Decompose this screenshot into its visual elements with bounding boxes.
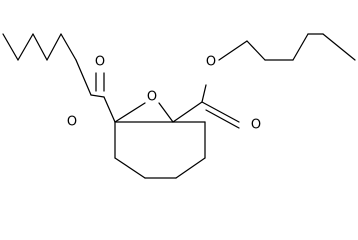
ring-bond-4 [175,157,206,179]
right-carbonyl-to-ester-oxygen-bond [201,84,207,103]
epoxide-left-bond [114,102,146,123]
right-ester-oxygen-label: O [206,55,216,70]
left-butyl-bond-4 [46,33,62,61]
right-ester-oxygen-to-butyl-bond [218,40,248,61]
left-carbonyl-oxygen-label: O [95,55,105,70]
left-carbonyl-to-ring-bond [103,96,116,123]
left-butyl-to-ester-oxygen-bond [75,59,92,96]
right-butyl-bond-3 [292,33,309,61]
epoxide-oxygen-label: O [147,90,157,105]
left-butyl-bond-3 [32,33,48,61]
right-carbonyl-double-bond-b [205,109,240,129]
epoxide-right-bond [158,102,174,123]
left-butyl-bond-5 [60,33,77,61]
right-ring-to-carbonyl-bond [172,101,203,123]
right-butyl-bond-5 [322,33,356,61]
left-butyl-bond-1 [2,33,19,61]
left-ester-oxygen-label: O [67,115,77,130]
ring-bond-2 [114,157,146,179]
chemical-structure-diagram: O O O O O [2,33,356,179]
right-carbonyl-oxygen-label: O [251,118,261,133]
left-butyl-bond-2 [17,33,34,61]
left-ester-oxygen-to-carbonyl-bond [90,94,105,98]
right-butyl-bond-1 [246,40,266,61]
right-carbonyl-double-bond-a [201,101,240,123]
